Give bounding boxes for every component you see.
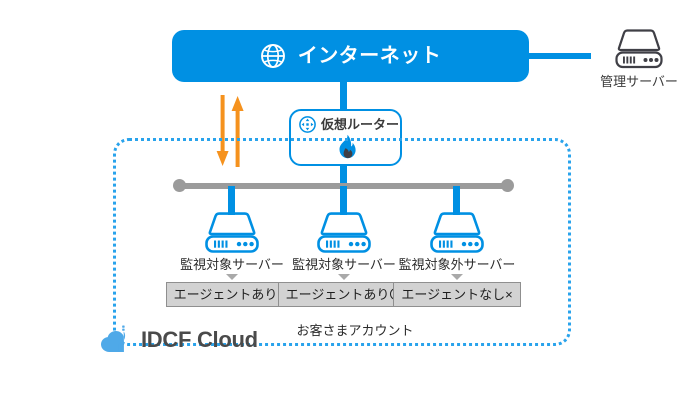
server-node-2: 監視対象サーバー エージェントあり〇 <box>277 211 411 308</box>
server-node-label: 監視対象外サーバー <box>398 257 516 272</box>
internet-bar: インターネット <box>172 30 529 82</box>
virtual-router-label: 仮想ルーター <box>321 117 400 132</box>
status-badge: エージェントあり〇 <box>165 282 299 308</box>
server-node-label: 監視対象サーバー <box>292 257 396 272</box>
management-server-node: 管理サーバー <box>591 28 687 102</box>
idcf-cloud-logo: IDCF Cloud <box>100 325 258 355</box>
server-node-1: 監視対象サーバー エージェントあり〇 <box>165 211 299 308</box>
virtual-router-node: 仮想ルーター <box>289 109 402 166</box>
flame-icon <box>334 134 358 159</box>
arrow-down-icon <box>216 95 229 172</box>
customer-account-boundary <box>113 138 571 346</box>
server-icon <box>421 211 493 255</box>
server-icon <box>308 211 380 255</box>
server-icon <box>196 211 268 255</box>
badge-caret-icon <box>451 274 463 281</box>
idcf-cloud-label: IDCF Cloud <box>141 327 258 352</box>
management-server-label: 管理サーバー <box>600 74 678 89</box>
internet-to-management-connector <box>529 53 591 59</box>
router-icon <box>299 116 316 133</box>
server-icon <box>610 28 668 72</box>
status-badge: エージェントなし× <box>393 282 521 308</box>
router-to-bus-connector <box>340 165 347 187</box>
badge-caret-icon <box>226 274 238 281</box>
internet-label: インターネット <box>297 45 442 67</box>
bus-drop-1 <box>228 186 235 215</box>
virtual-router-header: 仮想ルーター <box>291 111 400 133</box>
server-node-label: 監視対象サーバー <box>180 257 284 272</box>
account-caption: お客さまアカウント <box>296 323 414 338</box>
bus-drop-3 <box>453 186 460 215</box>
badge-caret-icon <box>338 274 350 281</box>
internet-to-router-connector <box>340 82 347 110</box>
virtual-router-firewall <box>291 134 400 159</box>
globe-icon <box>260 43 286 69</box>
bus-endpoint-left <box>173 179 186 192</box>
bus-endpoint-right <box>501 179 514 192</box>
status-badge: エージェントあり〇 <box>277 282 411 308</box>
bus-drop-2 <box>340 186 347 215</box>
cloud-icon <box>100 325 134 355</box>
server-node-3: 監視対象外サーバー エージェントなし× <box>393 211 521 308</box>
